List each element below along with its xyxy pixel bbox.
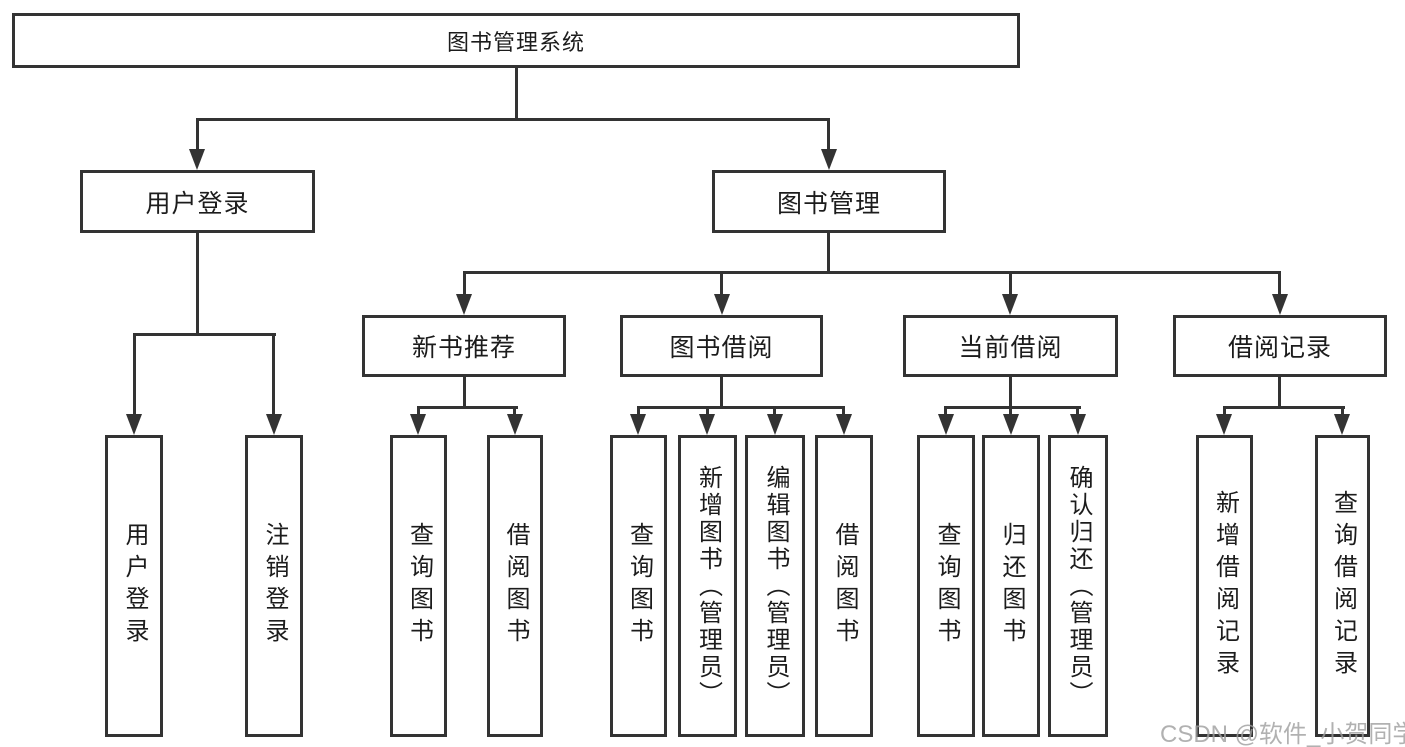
edge-records-trunk — [1278, 377, 1281, 409]
leaf-user-login: 用户登录 — [105, 435, 163, 737]
edge-root-bus — [196, 118, 830, 121]
csdn-watermark: CSDN @软件_小贺同学 — [1160, 721, 1405, 747]
leaf-borrow-books-recommend: 借阅图书 — [487, 435, 543, 737]
node-book-borrowing: 图书借阅 — [620, 315, 823, 377]
leaf-add-borrow-record: 新增借阅记录 — [1196, 435, 1253, 737]
edge-drop-book-management — [827, 121, 830, 152]
edge-records-bus — [1223, 406, 1345, 409]
arrowhead-leaf-login-icon — [126, 414, 142, 435]
arrowhead-user-login-icon — [189, 149, 205, 170]
arrowhead-borrow3-icon — [507, 414, 523, 435]
arrowhead-query4-icon — [630, 414, 646, 435]
arrowhead-borrowing-icon — [714, 294, 730, 315]
edge-drop-borrowing — [720, 274, 723, 296]
edge-drop-query4 — [637, 409, 640, 416]
edge-drop-queryrec12 — [1341, 409, 1344, 416]
arrowhead-leaf-logout-icon — [266, 414, 282, 435]
leaf-query-books-borrowing: 查询图书 — [610, 435, 667, 737]
node-book-management: 图书管理 — [712, 170, 946, 233]
arrowhead-borrow7-icon — [836, 414, 852, 435]
edge-drop-user-login — [196, 121, 199, 152]
edge-recommend-trunk — [463, 377, 466, 409]
edge-drop-query2 — [417, 409, 420, 416]
node-current-borrowing: 当前借阅 — [903, 315, 1118, 377]
edge-bookmgmt-trunk — [827, 233, 830, 274]
leaf-query-books-recommend: 查询图书 — [390, 435, 447, 737]
leaf-add-books-admin: 新增图书（管理员） — [678, 435, 737, 737]
node-user-login: 用户登录 — [80, 170, 315, 233]
leaf-borrow-books-borrowing: 借阅图书 — [815, 435, 873, 737]
edge-drop-query8 — [944, 409, 947, 416]
arrowhead-queryrec12-icon — [1334, 414, 1350, 435]
arrowhead-records-icon — [1272, 294, 1288, 315]
arrowhead-return9-icon — [1003, 414, 1019, 435]
node-borrowing-records: 借阅记录 — [1173, 315, 1387, 377]
node-library-management-system: 图书管理系统 — [12, 13, 1020, 68]
edge-current-bus — [944, 406, 1081, 409]
edge-current-trunk — [1009, 377, 1012, 409]
arrowhead-recommend-icon — [456, 294, 472, 315]
edge-drop-return9 — [1009, 409, 1012, 416]
arrowhead-current-icon — [1002, 294, 1018, 315]
node-new-book-recommendation: 新书推荐 — [362, 315, 566, 377]
edge-drop-current — [1009, 274, 1012, 296]
edge-drop-borrow7 — [842, 409, 845, 416]
edge-root-trunk — [515, 68, 518, 121]
arrowhead-edit6-icon — [767, 414, 783, 435]
leaf-query-borrow-record: 查询借阅记录 — [1315, 435, 1370, 737]
arrowhead-add5-icon — [699, 414, 715, 435]
arrowhead-query2-icon — [410, 414, 426, 435]
edge-userlogin-trunk — [196, 233, 199, 336]
edge-drop-edit6 — [773, 409, 776, 416]
leaf-logout: 注销登录 — [245, 435, 303, 737]
edge-userlogin-bus — [133, 333, 276, 336]
leaf-query-books-current: 查询图书 — [917, 435, 975, 737]
edge-bookmgmt-bus — [463, 271, 1281, 274]
edge-recommend-bus — [417, 406, 518, 409]
leaf-return-books: 归还图书 — [982, 435, 1040, 737]
edge-borrowing-trunk — [720, 377, 723, 409]
edge-drop-leaf-login — [133, 336, 136, 416]
edge-drop-confirm10 — [1076, 409, 1079, 416]
leaf-edit-books-admin: 编辑图书（管理员） — [745, 435, 805, 737]
edge-borrowing-bus — [637, 406, 845, 409]
arrowhead-addrec11-icon — [1216, 414, 1232, 435]
edge-drop-recommend — [463, 274, 466, 296]
arrowhead-book-management-icon — [821, 149, 837, 170]
edge-drop-addrec11 — [1223, 409, 1226, 416]
arrowhead-query8-icon — [938, 414, 954, 435]
arrowhead-confirm10-icon — [1070, 414, 1086, 435]
edge-drop-leaf-logout — [272, 336, 275, 416]
leaf-confirm-return-admin: 确认归还（管理员） — [1048, 435, 1108, 737]
edge-drop-add5 — [706, 409, 709, 416]
edge-drop-borrow3 — [513, 409, 516, 416]
edge-drop-records — [1278, 274, 1281, 296]
